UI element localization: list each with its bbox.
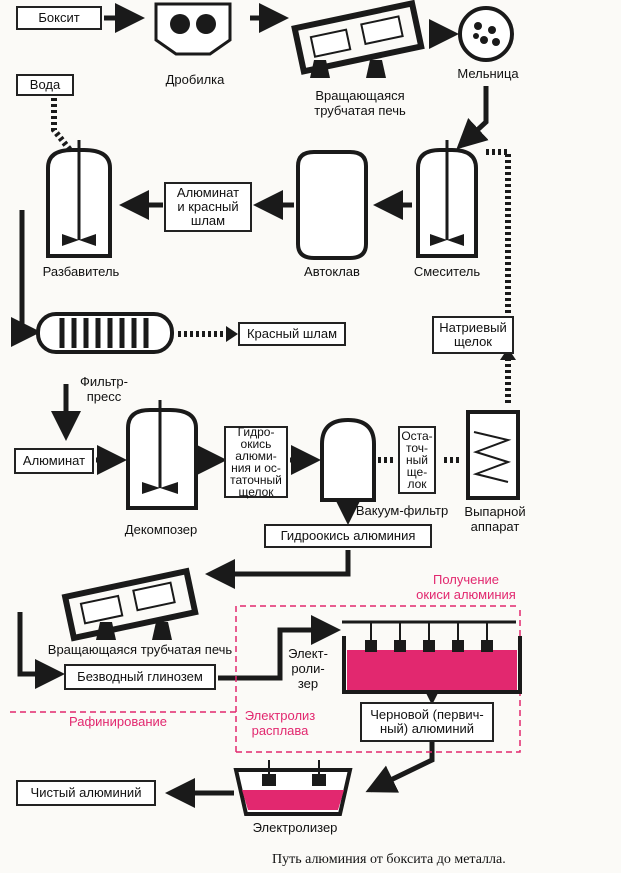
arrow-product-kiln xyxy=(205,550,351,589)
arrowhead-redmud xyxy=(226,326,238,342)
crusher-label: Дробилка xyxy=(165,72,225,87)
sodium-lye-box: Натриевый щелок xyxy=(432,316,514,354)
residual-liquor-box: Оста- точ- ный ще- лок xyxy=(398,426,436,494)
electrolyzer-bottom-label: Электролизер xyxy=(252,820,338,835)
arrow-crude-refine xyxy=(365,742,435,793)
diluter-icon xyxy=(46,140,112,258)
aluminate-box: Алюминат xyxy=(14,448,94,474)
hydroxide-liquor-box: Гидро- окись алюми- ния и ос- таточный щ… xyxy=(224,426,288,498)
evaporator-icon xyxy=(466,410,520,500)
crude-aluminum-box: Черновой (первич- ный) алюминий xyxy=(360,702,494,742)
figure-caption: Путь алюминия от боксита до металла. xyxy=(272,852,506,867)
rotary-kiln-bottom-icon xyxy=(61,567,199,642)
water-box: Вода xyxy=(16,74,74,96)
region-alumina-border xyxy=(235,605,520,752)
aluminate-red-mud-box: Алюминат и красный шлам xyxy=(164,182,252,232)
arrow-alumina-electrolyzer xyxy=(218,615,341,681)
electrolyzer-cell-icon xyxy=(342,620,522,694)
arrow-diluter-filterpress xyxy=(11,210,41,347)
refining-electrolyzer-icon xyxy=(233,760,353,816)
aluminum-hydroxide-box: Гидроокись алюминия xyxy=(264,524,432,548)
electrolyzer-side-label: Элект- роли- зер xyxy=(288,646,328,691)
bauxite-box: Боксит xyxy=(16,6,102,30)
dashed-arrow-water xyxy=(51,98,73,152)
crusher-icon xyxy=(154,2,232,56)
decomposer-label: Декомпозер xyxy=(124,522,198,537)
mixer-icon xyxy=(416,140,478,258)
mill-icon xyxy=(458,6,514,62)
arrowhead-lye xyxy=(500,348,516,360)
rotary-kiln-top-icon xyxy=(291,0,425,75)
obtaining-alumina-label: Получение окиси алюминия xyxy=(416,572,516,602)
melt-electrolysis-label: Электролиз расплава xyxy=(244,708,316,738)
evaporator-label: Выпарной аппарат xyxy=(464,504,526,534)
pure-aluminum-box: Чистый алюминий xyxy=(16,780,156,806)
diluter-label: Разбавитель xyxy=(42,264,120,279)
filter-press-label: Фильтр- пресс xyxy=(79,374,128,404)
dashed-arrow-lye-return xyxy=(484,149,511,403)
filter-press-icon xyxy=(36,312,174,354)
refining-label: Рафинирование xyxy=(69,714,167,729)
kiln-top-label: Вращающаяся трубчатая печь xyxy=(314,88,406,118)
arrow-mill-mixer xyxy=(456,86,489,150)
anhydrous-alumina-box: Безводный глинозем xyxy=(64,664,216,690)
autoclave-icon xyxy=(296,150,368,260)
kiln-bottom-label: Вращающаяся трубчатая печь xyxy=(47,642,233,657)
mill-label: Мельница xyxy=(457,66,519,81)
vacuum-filter-icon xyxy=(320,417,376,502)
vacuum-filter-label: Вакуум-фильтр xyxy=(355,503,449,518)
autoclave-label: Автоклав xyxy=(304,264,360,279)
mixer-label: Смеситель xyxy=(413,264,481,279)
arrow-kiln-alumina xyxy=(17,612,65,689)
red-mud-box: Красный шлам xyxy=(238,322,346,346)
decomposer-icon xyxy=(126,400,198,510)
